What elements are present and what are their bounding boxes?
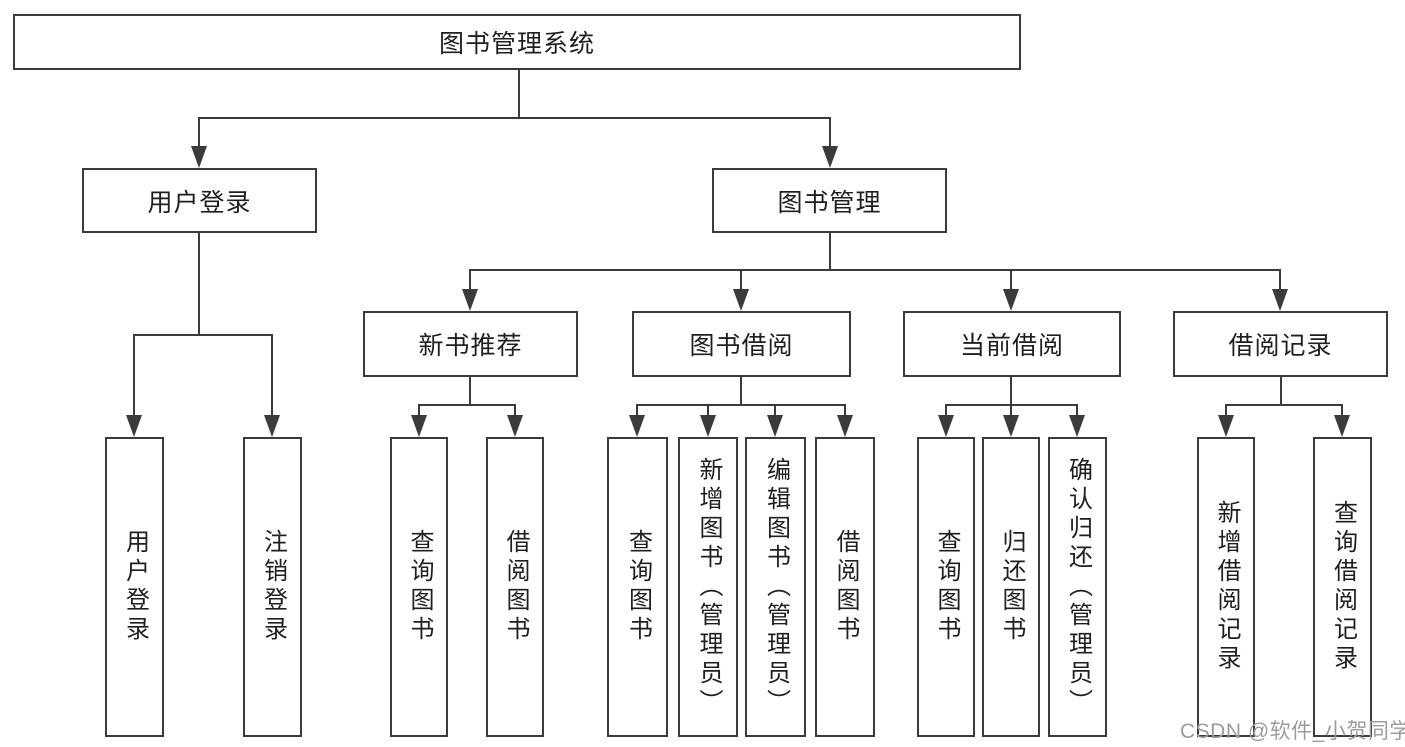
node-book-borrowing: 图书借阅 — [632, 311, 851, 377]
leaf-label: 新增借阅记录 — [1213, 500, 1240, 674]
arrow-down-icon — [837, 415, 853, 437]
arrow-down-icon — [1334, 415, 1350, 437]
arrow-down-icon — [1272, 289, 1288, 311]
connector-vline — [469, 377, 471, 405]
leaf-label: 归还图书 — [998, 529, 1025, 645]
arrow-down-icon — [1218, 415, 1234, 437]
connector-vline — [829, 117, 831, 150]
leaf-current-confirm-return-admin: 确认归还（管理员） — [1048, 437, 1107, 737]
arrow-down-icon — [462, 289, 478, 311]
arrow-down-icon — [938, 415, 954, 437]
node-label: 借阅记录 — [1228, 332, 1333, 360]
connector-vline — [514, 404, 516, 418]
connector-vline — [774, 404, 776, 418]
node-library-management-system: 图书管理系统 — [13, 14, 1021, 70]
leaf-label: 借阅图书 — [502, 529, 529, 645]
connector-vline — [636, 404, 638, 418]
connector-vline — [418, 404, 420, 418]
node-current-borrowing: 当前借阅 — [903, 311, 1121, 377]
connector-vline — [1010, 377, 1012, 405]
arrow-down-icon — [507, 415, 523, 437]
leaf-label: 注销登录 — [259, 529, 287, 645]
leaf-borrowing-add-books-admin: 新增图书（管理员） — [678, 437, 738, 737]
node-borrowing-records: 借阅记录 — [1173, 311, 1388, 377]
arrow-down-icon — [1003, 415, 1019, 437]
arrow-down-icon — [629, 415, 645, 437]
leaf-borrowing-edit-books-admin: 编辑图书（管理员） — [745, 437, 806, 737]
arrow-down-icon — [126, 415, 142, 437]
arrow-down-icon — [264, 415, 280, 437]
arrow-down-icon — [1003, 289, 1019, 311]
arrow-down-icon — [1069, 415, 1085, 437]
leaf-borrowing-query-books: 查询图书 — [607, 437, 668, 737]
arrow-down-icon — [191, 146, 207, 168]
leaf-current-return-books: 归还图书 — [982, 437, 1040, 737]
arrow-down-icon — [411, 415, 427, 437]
leaf-label: 新增图书（管理员） — [695, 456, 722, 718]
arrow-down-icon — [733, 289, 749, 311]
connector-vline — [945, 404, 947, 418]
leaf-borrowing-borrow-books: 借阅图书 — [815, 437, 875, 737]
connector-hline — [198, 117, 831, 119]
node-label: 用户登录 — [147, 188, 252, 217]
node-label: 图书管理系统 — [438, 30, 595, 58]
connector-hline — [636, 404, 846, 406]
arrow-down-icon — [767, 415, 783, 437]
watermark: CSDN @软件_小贺同学 — [1180, 720, 1405, 743]
leaf-logout: 注销登录 — [243, 437, 302, 737]
connector-vline — [1279, 269, 1281, 292]
leaf-label: 查询图书 — [624, 529, 652, 645]
leaf-label: 编辑图书（管理员） — [762, 456, 790, 718]
connector-vline — [1076, 404, 1078, 418]
leaf-label: 确认归还（管理员） — [1064, 456, 1092, 718]
connector-vline — [1010, 269, 1012, 292]
connector-hline — [418, 404, 516, 406]
connector-vline — [198, 117, 200, 150]
arrow-down-icon — [822, 146, 838, 168]
connector-vline — [198, 233, 200, 335]
connector-vline — [740, 269, 742, 292]
node-book-management: 图书管理 — [712, 168, 947, 233]
connector-vline — [829, 233, 831, 270]
connector-vline — [844, 404, 846, 418]
leaf-records-query-borrow-record: 查询借阅记录 — [1313, 437, 1372, 737]
node-label: 图书借阅 — [689, 332, 794, 360]
leaf-label: 查询借阅记录 — [1329, 500, 1357, 674]
arrow-down-icon — [700, 415, 716, 437]
node-label: 新书推荐 — [418, 332, 523, 360]
connector-vline — [518, 70, 520, 118]
connector-hline — [133, 334, 273, 336]
connector-vline — [469, 269, 471, 292]
node-label: 当前借阅 — [959, 332, 1064, 360]
leaf-recommend-query-books: 查询图书 — [390, 437, 448, 737]
connector-hline — [469, 269, 1281, 271]
leaf-current-query-books: 查询图书 — [917, 437, 975, 737]
node-label: 图书管理 — [777, 188, 882, 217]
leaf-user-login: 用户登录 — [105, 437, 164, 737]
node-new-book-recommendation: 新书推荐 — [363, 311, 578, 377]
connector-vline — [271, 334, 273, 418]
connector-vline — [740, 377, 742, 405]
leaf-label: 查询图书 — [933, 529, 960, 645]
leaf-label: 用户登录 — [121, 529, 149, 645]
connector-hline — [1225, 404, 1343, 406]
connector-vline — [133, 334, 135, 418]
connector-vline — [707, 404, 709, 418]
connector-vline — [1341, 404, 1343, 418]
leaf-records-add-borrow-record: 新增借阅记录 — [1197, 437, 1255, 737]
leaf-label: 借阅图书 — [832, 529, 859, 645]
leaf-recommend-borrow-books: 借阅图书 — [486, 437, 544, 737]
connector-vline — [1010, 404, 1012, 418]
connector-vline — [1280, 377, 1282, 405]
leaf-label: 查询图书 — [406, 529, 433, 645]
connector-vline — [1225, 404, 1227, 418]
node-user-login: 用户登录 — [82, 168, 317, 233]
